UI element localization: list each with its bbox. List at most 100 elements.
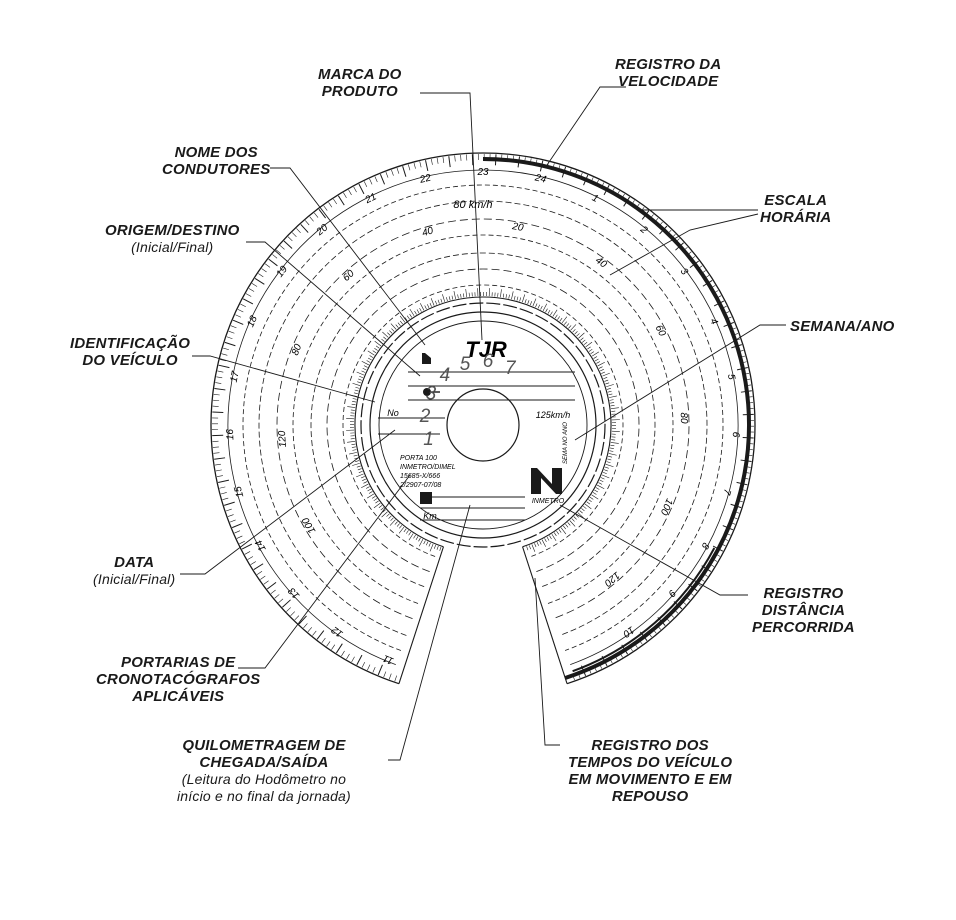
leader-line-2 — [270, 167, 426, 346]
inner-tick — [572, 329, 576, 333]
inner-tick — [601, 371, 606, 374]
inner-tick — [610, 444, 615, 447]
inner-tick — [579, 510, 583, 514]
center-digit: 3 — [426, 384, 437, 405]
outer-tick — [240, 303, 246, 308]
leader-line-5 — [246, 241, 421, 377]
inner-tick — [378, 505, 383, 509]
label-data: DATA(Inicial/Final) — [93, 554, 176, 587]
outer-tick — [278, 598, 284, 604]
outer-tick — [436, 157, 439, 164]
outer-tick — [372, 666, 376, 673]
inner-tick — [519, 297, 522, 302]
outer-tick — [230, 325, 237, 329]
leader-line-8 — [180, 429, 396, 575]
outer-tick — [222, 497, 229, 500]
inner-tick — [597, 484, 605, 490]
inner-tick — [589, 496, 594, 500]
outer-tick — [379, 173, 386, 185]
outer-tick — [312, 630, 317, 636]
semana-ano-field: SEMA NO ANO — [563, 422, 569, 464]
inner-tick — [362, 478, 366, 481]
inner-tick — [609, 450, 614, 452]
inner-tick — [606, 461, 611, 464]
inner-tick — [463, 293, 465, 298]
inner-tick — [347, 406, 356, 408]
speed-number: 40 — [593, 255, 609, 271]
inner-tick — [418, 537, 421, 542]
inner-tick — [435, 300, 438, 305]
inner-tick — [366, 360, 371, 363]
inner-tick — [609, 399, 614, 401]
inner-tick — [398, 526, 405, 534]
hour-number: 16 — [225, 428, 236, 440]
inner-tick — [594, 489, 599, 493]
inner-tick — [609, 447, 614, 449]
inner-tick — [604, 379, 609, 382]
outer-tick — [242, 298, 254, 305]
inner-tick — [596, 361, 601, 364]
inner-tick — [371, 495, 376, 499]
inner-tick — [363, 481, 368, 484]
outer-tick — [430, 158, 433, 165]
outer-tick — [309, 216, 314, 222]
inner-tick — [413, 534, 416, 539]
inner-tick — [594, 358, 599, 362]
hub-ring-inner — [378, 320, 588, 530]
inner-tick — [546, 536, 550, 541]
outer-tick — [232, 319, 244, 325]
outer-tick — [274, 594, 280, 599]
inner-tick — [575, 514, 579, 518]
speed-number: 80 — [678, 412, 689, 424]
inner-tick — [448, 296, 451, 301]
inner-tick — [357, 468, 362, 471]
inner-tick — [362, 367, 367, 371]
outer-tick — [388, 673, 392, 680]
inner-tick — [583, 341, 588, 345]
inner-tick — [540, 305, 543, 310]
inner-tick — [381, 511, 388, 518]
inner-tick — [590, 351, 595, 355]
inner-tick — [433, 544, 437, 549]
inner-tick — [591, 494, 599, 500]
inner-tick — [587, 346, 591, 350]
speed-number: 80 — [290, 342, 305, 357]
inner-tick — [351, 443, 356, 445]
outer-tick — [261, 268, 267, 273]
inner-tick — [597, 362, 605, 367]
speed-number: 40 — [421, 225, 435, 239]
inner-tick — [542, 303, 548, 311]
inner-tick — [557, 316, 561, 320]
center-digit: 7 — [505, 358, 517, 379]
outer-tick — [219, 486, 226, 489]
outer-tick — [214, 387, 226, 391]
outer-edge — [210, 152, 756, 685]
outer-tick — [224, 501, 235, 506]
outer-tick — [225, 508, 232, 512]
inner-tick — [352, 401, 357, 403]
outer-tick — [333, 198, 337, 205]
inner-tick — [583, 505, 587, 509]
outer-tick — [221, 353, 228, 356]
speed-number: 60 — [653, 323, 668, 338]
outer-tick — [335, 643, 343, 654]
center-hole — [446, 388, 520, 462]
outer-tick — [442, 156, 445, 163]
outer-tick — [253, 563, 264, 571]
inner-tick — [361, 360, 369, 366]
inner-tick — [382, 331, 389, 338]
inner-tick — [552, 309, 558, 317]
hour-number: 9 — [665, 587, 677, 599]
inner-tick — [605, 464, 614, 468]
inner-tick — [355, 460, 360, 462]
inner-tick — [465, 289, 468, 298]
inner-tick — [357, 381, 362, 384]
outer-tick — [369, 178, 373, 185]
inner-tick — [405, 530, 409, 534]
outer-tick — [296, 228, 301, 233]
speed-number: 20 — [510, 221, 524, 234]
inner-tick — [389, 519, 396, 526]
